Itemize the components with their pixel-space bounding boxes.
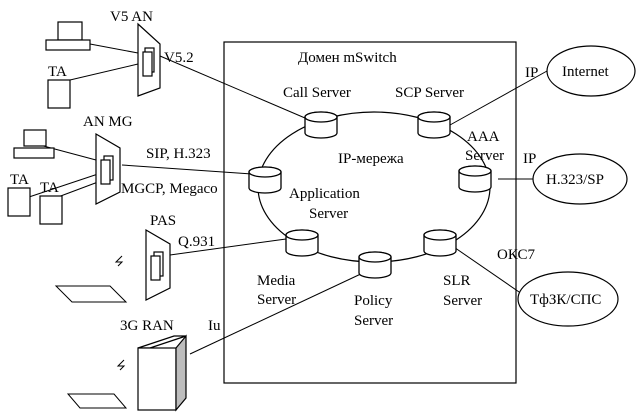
link-slr-pstn [447,242,523,295]
aaa-server-label-2: Server [465,148,504,164]
protocol-iu: Iu [208,318,221,334]
application-server-label-1: Application [289,186,360,202]
telephone-adapter-icon [7,187,31,217]
link-pc-anmg [35,143,97,161]
media-server-label-1: Media [257,273,296,289]
policy-server-label-2: Server [354,313,393,329]
ta-v5-label: TA [48,64,67,80]
protocol-ip-internet: IP [525,65,538,81]
v5an-node [137,22,161,97]
call-server-icon [304,111,338,139]
computer-icon [45,21,91,51]
link-anmg-application [121,164,253,175]
telephone-adapter-icon [39,195,63,225]
telephone-adapter-icon [47,79,71,109]
anmg-label: AN MG [83,114,133,130]
anmg-node [95,132,121,205]
scp-server-label: SCP Server [395,85,464,101]
link-ta1-anmg [19,173,99,201]
protocol-okc7: ОКС7 [497,247,535,263]
scp-server-icon [417,111,451,139]
ran3g-node [137,334,187,412]
protocol-q931: Q.931 [178,234,215,250]
protocol-v52: V5.2 [164,50,194,66]
protocol-sip-h323: SIP, H.323 [146,146,211,162]
h323sp-node [532,153,628,205]
wireless-terminal-icon [54,255,128,303]
domain-title: Домен mSwitch [298,50,397,66]
media-server-label-2: Server [257,292,296,308]
aaa-server-icon [458,165,492,193]
policy-server-label-1: Policy [354,293,393,309]
protocol-mgcp-megaco: MGCP, Megaco [121,181,218,197]
application-server-icon [248,166,282,194]
protocol-ip-h323: IP [523,151,536,167]
pas-node [145,228,171,301]
media-server-icon [285,229,319,257]
link-v5an-call [159,55,306,119]
policy-server-icon [358,251,392,279]
ip-network-label: IP-мережа [338,151,404,167]
ta-mg1-label: TA [10,172,29,188]
ta-mg2-label: TA [40,180,59,196]
application-server-label-2: Server [309,206,348,222]
ran3g-label: 3G RAN [120,318,174,334]
link-ran-policy [189,271,366,355]
slr-server-label-1: SLR [443,273,471,289]
link-scp-internet [449,70,548,126]
link-pas-media [169,238,287,256]
v5an-label: V5 AN [110,9,153,25]
pstn-node [517,271,619,327]
h323sp-label: H.323/SP [546,172,604,188]
internet-label: Internet [562,64,609,80]
aaa-server-label-1: AAA [467,129,500,145]
slr-server-label-2: Server [443,293,482,309]
internet-node [546,45,636,97]
slr-server-icon [423,229,457,257]
mswitch-domain-box [223,41,517,384]
pstn-label: ТфЗК/СПС [530,292,601,308]
pas-label: PAS [150,213,176,229]
link-ta-v5b [69,63,139,81]
link-ta-v5 [89,43,139,54]
wireless-terminal-icon [66,359,128,409]
computer-icon [13,129,55,159]
call-server-label: Call Server [283,85,351,101]
